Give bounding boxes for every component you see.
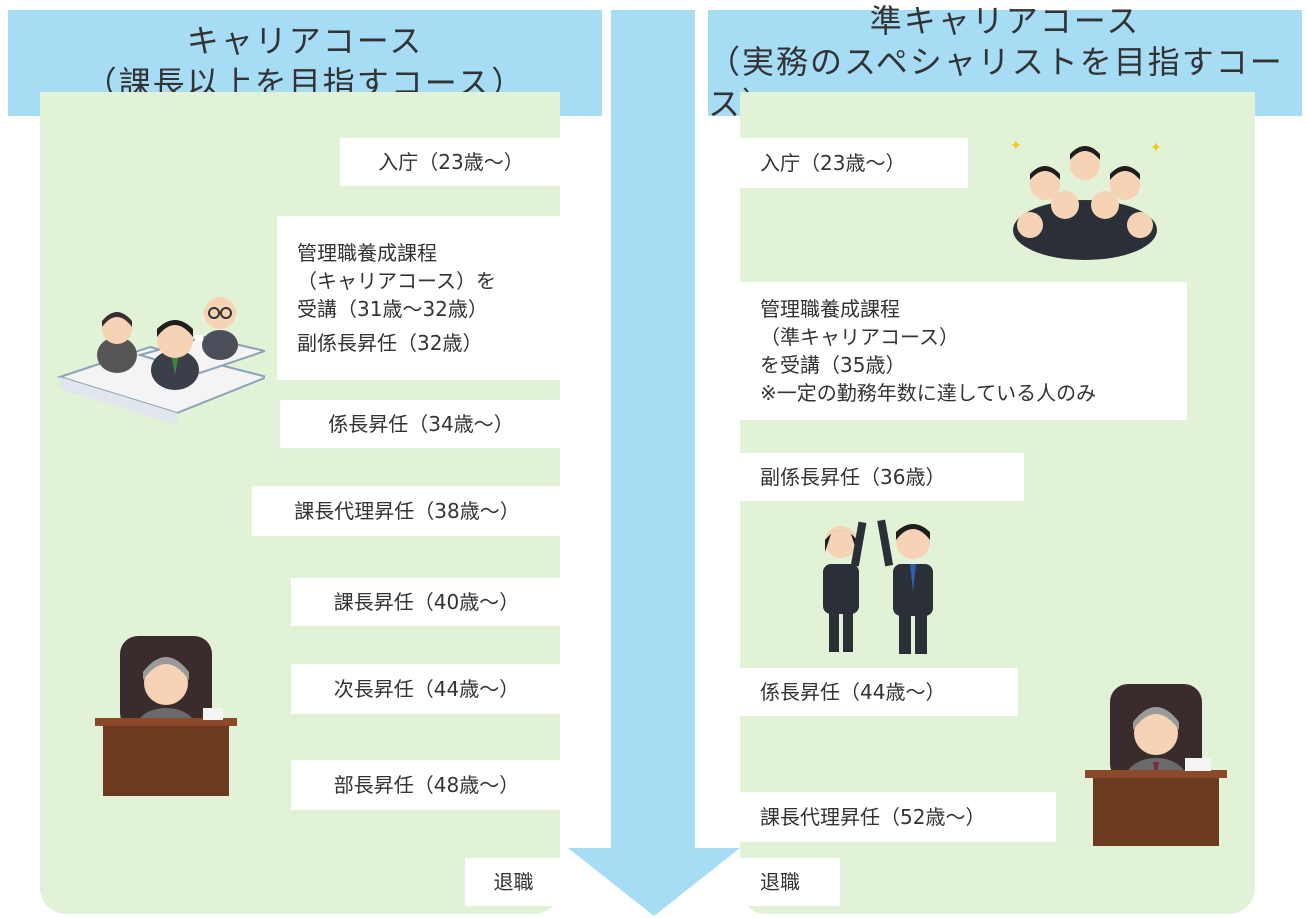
semi-career-course-title: 準キャリアコース [869,1,1141,40]
right-training-line-2: （準キャリアコース） [760,325,959,349]
left-step-kacho: 課長昇任（40歳〜） [291,578,562,626]
executive-illustration-right [1085,684,1227,846]
left-training-line-4: 副係長昇任（32歳） [297,331,483,355]
trainees-illustration [56,297,265,425]
cheering-group-illustration: ✦ ✦ [1010,138,1162,260]
right-step-entry: 入庁（23歳〜） [740,138,968,188]
left-training-line-1: 管理職養成課程 [297,241,437,265]
right-step-kakaricho: 係長昇任（44歳〜） [740,668,1018,716]
svg-text:✦: ✦ [1150,140,1162,156]
left-training-line-3: 受講（31歳〜32歳） [297,297,488,321]
right-training-line-3: を受講（35歳） [760,353,906,377]
timeline-arrow [568,10,740,916]
right-step-training: 管理職養成課程 （準キャリアコース） を受講（35歳） ※一定の勤務年数に達して… [740,282,1187,420]
right-step-fukukakaricho: 副係長昇任（36歳） [740,453,1024,501]
left-step-kachodairi: 課長代理昇任（38歳〜） [252,486,562,536]
right-step-kachodairi: 課長代理昇任（52歳〜） [740,792,1056,842]
left-step-bucho: 部長昇任（48歳〜） [291,760,562,810]
two-employees-illustration [823,519,933,654]
left-step-entry: 入庁（23歳〜） [340,138,562,186]
executive-illustration-left [95,636,237,796]
svg-text:✦: ✦ [1010,138,1022,154]
right-training-line-1: 管理職養成課程 [760,297,900,321]
left-step-kakaricho: 係長昇任（34歳〜） [280,400,562,448]
left-step-training: 管理職養成課程 （キャリアコース）を 受講（31歳〜32歳） 副係長昇任（32歳… [277,216,562,380]
career-course-title: キャリアコース [186,22,424,61]
left-step-retire: 退職 [465,858,562,906]
left-step-jicho: 次長昇任（44歳〜） [291,664,562,714]
left-training-line-2: （キャリアコース）を [297,269,496,293]
semi-career-course-subtitle: （実務のスペシャリストを目指すコース） [708,43,1284,123]
right-step-retire: 退職 [740,858,840,906]
right-training-line-4: ※一定の勤務年数に達している人のみ [760,381,1097,405]
